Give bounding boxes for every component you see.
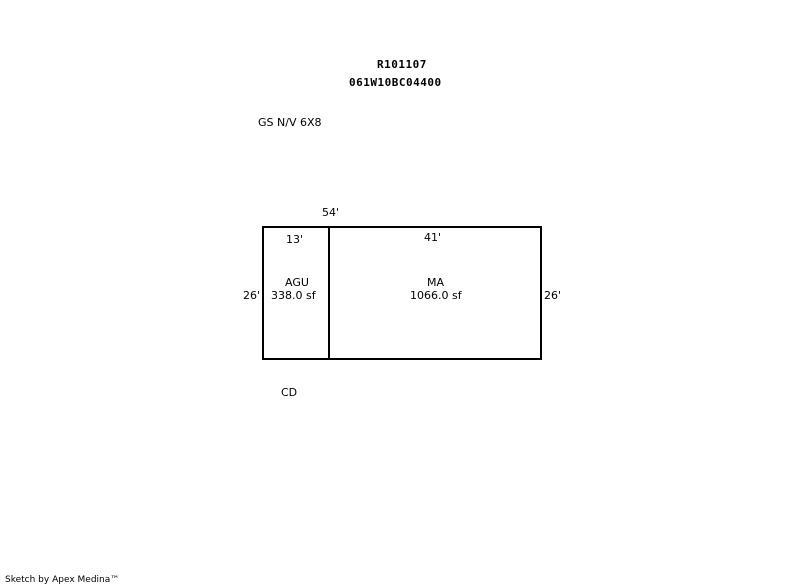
parcel-id: R101107 [377,58,427,71]
left-height-label: 26' [243,289,261,302]
ma-code-label: MA [427,276,445,289]
agu-code-label: AGU [285,276,309,289]
ma-width-label: 41' [424,231,442,244]
ma-area-label: 1066.0 sf [410,289,462,302]
right-height-label: 26' [544,289,562,302]
agu-width-label: 13' [286,233,304,246]
agu-area-label: 338.0 sf [271,289,316,302]
outbuilding-note: GS N/V 6X8 [258,116,322,129]
sketch-credit: Sketch by Apex Medina™ [5,575,120,585]
overall-width-label: 54' [322,206,340,219]
map-number: 061W10BC04400 [349,76,442,89]
condition-note: CD [281,386,298,399]
area-ma-outline [328,226,542,360]
